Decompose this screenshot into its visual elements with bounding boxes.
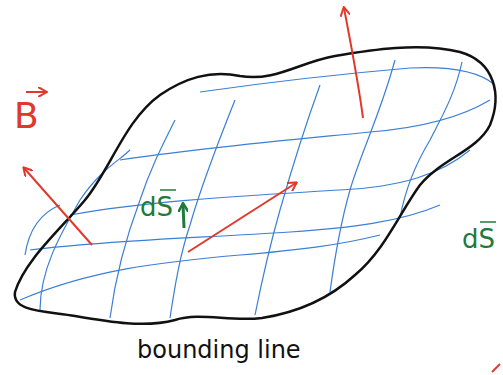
area-vector <box>160 190 496 228</box>
vector-label: B <box>12 98 41 134</box>
grid-lines <box>20 60 495 318</box>
field-vectors <box>24 8 500 372</box>
boundary-label: bounding line <box>135 338 303 362</box>
vector-label: dS <box>138 194 175 220</box>
bounding-line <box>15 47 496 324</box>
vector-label: dS <box>460 226 497 252</box>
